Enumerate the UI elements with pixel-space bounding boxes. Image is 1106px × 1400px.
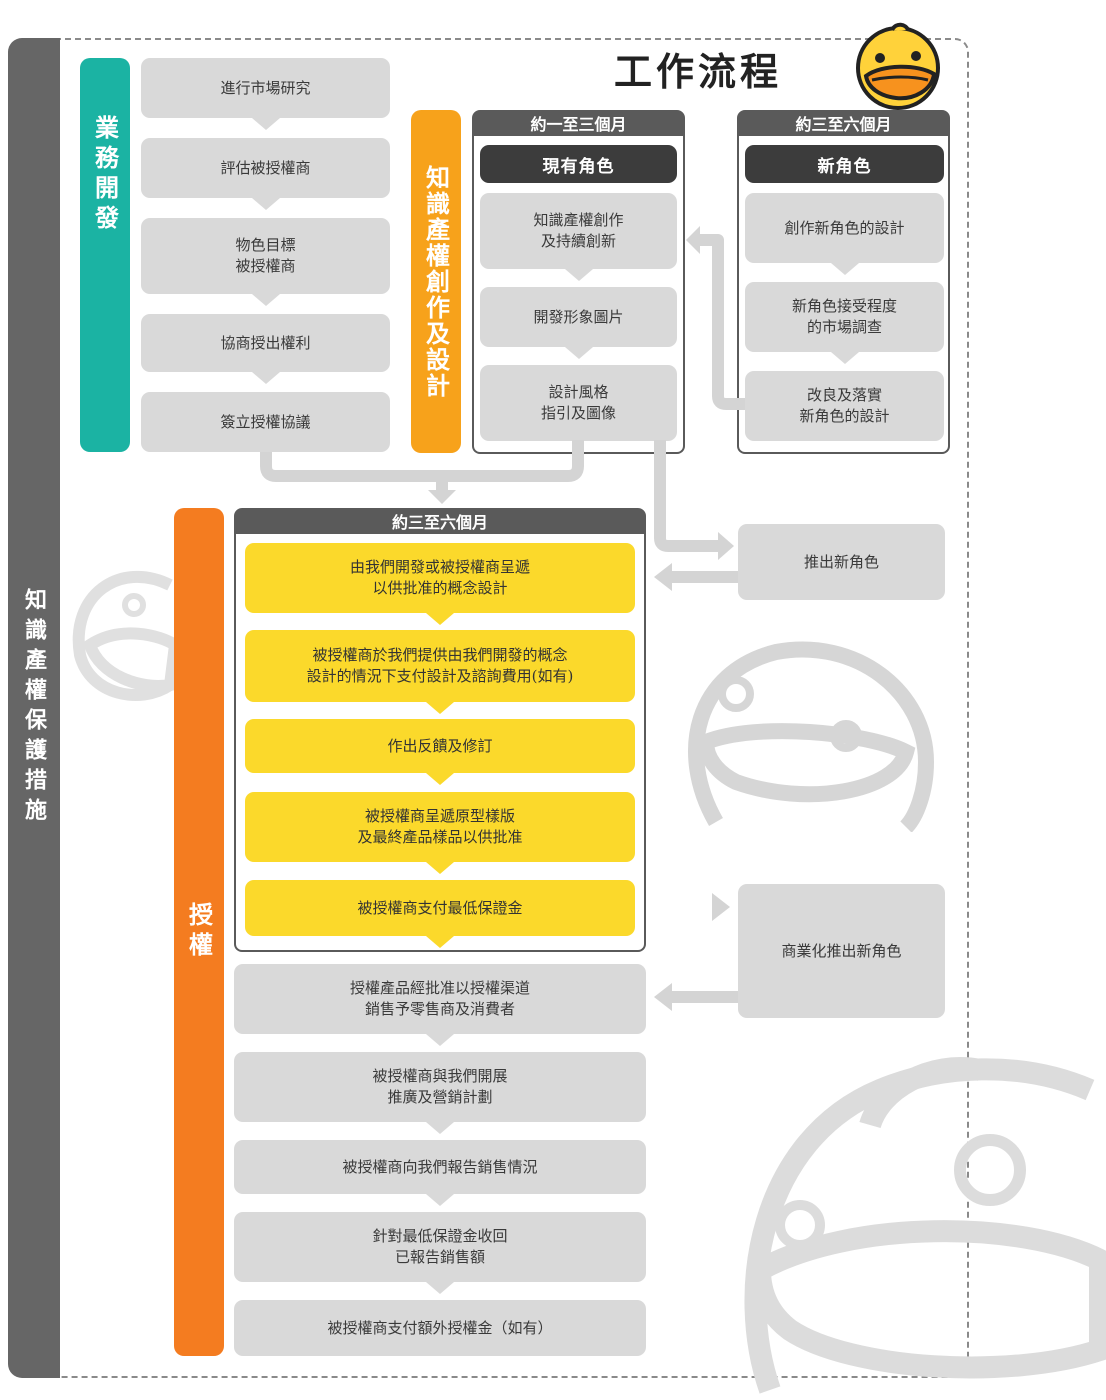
- new-duration-header: 約三至六個月: [737, 110, 950, 136]
- step-market-research: 進行市場研究: [141, 58, 390, 130]
- step-extra-royalty: 被授權商支付額外授權金（如有）: [234, 1300, 646, 1356]
- step-sign-agreement: 簽立授權協議: [141, 392, 390, 452]
- outer-frame: [55, 38, 969, 1378]
- step-prototype-submission: 被授權商呈遞原型樣版 及最終產品樣品以供批准: [245, 792, 635, 874]
- step-recoup-guarantee: 針對最低保證金收回 已報告銷售額: [234, 1212, 646, 1294]
- step-concept-design: 由我們開發或被授權商呈遞 以供批准的概念設計: [245, 543, 635, 625]
- duck-watermark-icon: [72, 570, 180, 701]
- licensing-bar: 授權: [174, 508, 224, 1356]
- business-development-label: 業務開發: [90, 115, 120, 235]
- new-character-header: 新角色: [745, 145, 944, 183]
- step-minimum-guarantee: 被授權商支付最低保證金: [245, 880, 635, 948]
- side-category-label: 知識產權保護措施: [21, 588, 47, 828]
- step-sales-channel: 授權產品經批准以授權渠道 銷售予零售商及消費者: [234, 964, 646, 1046]
- step-create-new-design: 創作新角色的設計: [745, 193, 944, 275]
- step-sales-report: 被授權商向我們報告銷售情況: [234, 1140, 646, 1206]
- step-design-fee: 被授權商於我們提供由我們開發的概念 設計的情況下支付設計及諮詢費用(如有): [245, 630, 635, 714]
- step-style-guide: 設計風格 指引及圖像: [480, 365, 677, 441]
- ip-design-bar: 知識產權創作及設計: [411, 110, 461, 453]
- licensing-duration-header: 約三至六個月: [234, 508, 646, 534]
- ip-design-label: 知識產權創作及設計: [421, 164, 451, 399]
- new-character-panel: [737, 136, 950, 454]
- duck-watermark-icon: [688, 641, 935, 832]
- business-development-bar: 業務開發: [80, 58, 130, 452]
- existing-character-header: 現有角色: [480, 145, 677, 183]
- step-target-licensee: 物色目標 被授權商: [141, 218, 390, 306]
- side-category-bar: 知識產權保護措施: [8, 38, 60, 1378]
- step-marketing-plan: 被授權商與我們開展 推廣及營銷計劃: [234, 1052, 646, 1134]
- duck-watermark-icon: [744, 1057, 1106, 1394]
- step-evaluate-licensee: 評估被授權商: [141, 138, 390, 210]
- step-negotiate-rights: 協商授出權利: [141, 314, 390, 384]
- duck-logo-icon: [856, 22, 940, 110]
- commercial-launch-box: 商業化推出新角色: [738, 884, 945, 1018]
- licensing-label: 授權: [184, 902, 214, 962]
- step-ip-creation: 知識產權創作 及持續創新: [480, 193, 677, 281]
- step-finalize-new-design: 改良及落實 新角色的設計: [745, 371, 944, 441]
- merge-connector: [260, 440, 584, 482]
- step-market-survey: 新角色接受程度 的市場調查: [745, 282, 944, 364]
- step-develop-images: 開發形象圖片: [480, 287, 677, 359]
- page-title: 工作流程: [614, 49, 783, 94]
- licensing-panel: [234, 534, 646, 952]
- launch-new-character-box: 推出新角色: [738, 524, 945, 600]
- step-feedback: 作出反饋及修訂: [245, 719, 635, 785]
- new-to-existing-connector: [700, 234, 745, 410]
- style-to-launch-connector: [654, 440, 718, 552]
- existing-duration-header: 約一至三個月: [472, 110, 685, 136]
